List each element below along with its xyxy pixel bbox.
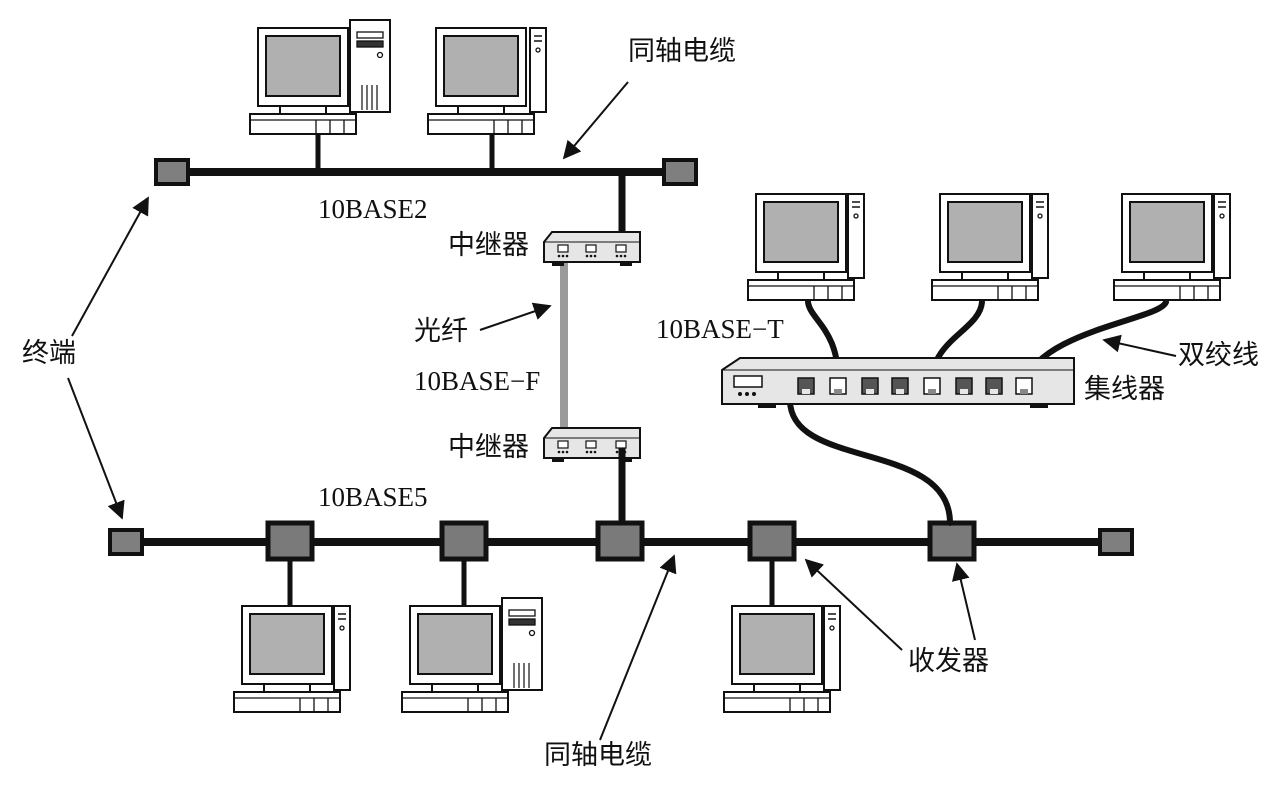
tower-icon: [333, 605, 351, 691]
desktop-computer-icon: [249, 27, 357, 135]
label-fiber: 光纤: [414, 316, 468, 347]
desktop-computer-icon: [401, 605, 509, 713]
transceiver-icon: [439, 520, 489, 562]
label-10base5: 10BASE5: [318, 482, 428, 512]
label-10base-t: 10BASE−T: [656, 314, 784, 344]
terminator-icon: [108, 528, 144, 556]
tower-icon: [823, 605, 841, 691]
tower-icon: [349, 19, 391, 113]
label-coax-bottom: 同轴电缆: [544, 740, 652, 771]
terminator-icon: [154, 158, 190, 186]
tower-icon: [1031, 193, 1049, 279]
transceiver-icon: [265, 520, 315, 562]
label-terminator: 终端: [22, 338, 76, 369]
desktop-computer-icon: [1113, 193, 1221, 301]
thick-coax-segment: [108, 520, 1134, 606]
repeater-icon: [543, 427, 641, 463]
repeater-icon: [543, 231, 641, 267]
label-twisted-pair: 双绞线: [1178, 340, 1259, 371]
desktop-computer-icon: [931, 193, 1039, 301]
hub-icon: [721, 357, 1075, 408]
transceiver-icon: [927, 520, 977, 562]
desktop-computer-icon: [427, 27, 535, 135]
twisted-pair-cables: [787, 299, 1169, 526]
terminator-icon: [1098, 528, 1134, 556]
label-10base-f: 10BASE−F: [414, 366, 541, 396]
tower-icon: [1213, 193, 1231, 279]
terminator-icon: [662, 158, 698, 186]
label-repeater-bottom: 中继器: [448, 432, 529, 463]
desktop-computer-icon: [723, 605, 831, 713]
label-repeater-top: 中继器: [448, 230, 529, 261]
label-transceiver: 收发器: [908, 646, 989, 677]
tower-icon: [529, 27, 547, 113]
label-10base2: 10BASE2: [318, 194, 428, 224]
annotation-arrows: [67, 81, 1177, 741]
desktop-computer-icon: [747, 193, 855, 301]
desktop-computer-icon: [233, 605, 341, 713]
tower-icon: [501, 597, 543, 691]
transceiver-icon: [747, 520, 797, 562]
transceiver-icon: [595, 520, 645, 562]
label-coax-top: 同轴电缆: [628, 36, 736, 67]
label-hub: 集线器: [1084, 374, 1165, 405]
tower-icon: [847, 193, 865, 279]
